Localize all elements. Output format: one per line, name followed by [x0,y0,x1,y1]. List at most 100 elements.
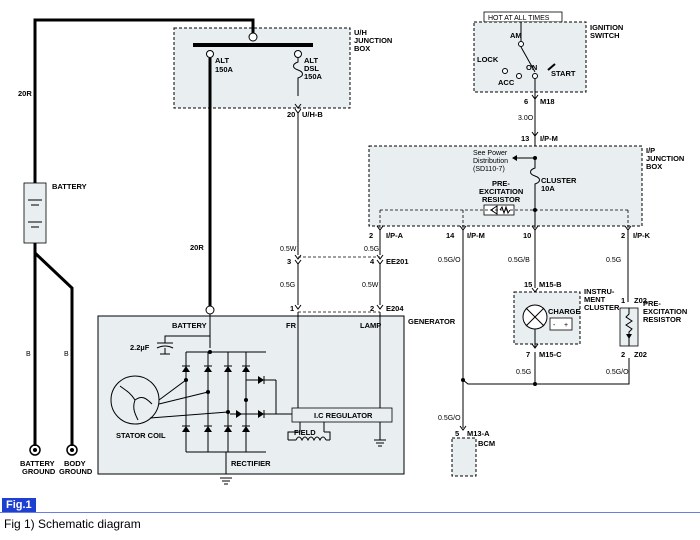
battery-ground-1: BATTERY [20,459,55,468]
ip-conn-ipk: I/P-K [633,231,651,240]
wiring-schematic: U/H JUNCTION BOX ALT 150A ALT DSL 150A 2… [18,11,687,485]
uh-title-2: JUNCTION [354,36,392,45]
alt-dsl-1: ALT [304,56,318,65]
ignition-acc: ACC [498,78,515,87]
ip-pre-3: RESISTOR [482,195,521,204]
hot-label: HOT AT ALL TIMES [488,15,550,22]
wire-b-right: B [64,351,69,358]
alt-label: ALT [215,56,229,65]
wire-05g-c-label: 0.5G [516,369,531,376]
ignition-on: ON [526,63,537,72]
charge-label: CHARGE [548,307,581,316]
ignition-switch-box [473,21,587,93]
stator-coil-windings [119,385,153,421]
ic-regulator [291,407,393,423]
switch-lever [520,46,536,73]
generator-box [97,315,405,475]
alt-dsl-3: 150A [304,72,323,81]
m15b-label: M15-B [539,280,562,289]
wire-05w-b: 0.5W [362,282,379,289]
alt-dsl-2: DSL [304,64,319,73]
ip-title-2: JUNCTION [646,154,684,163]
see-power-arrow [512,155,517,161]
ip-pin-2a: 2 [369,231,373,240]
ee201-pin-4: 4 [370,257,375,266]
m15c-label: M15-C [539,350,562,359]
m15c-pin: 7 [526,350,530,359]
e204-label: E204 [386,304,404,313]
alt-dsl-fuse [293,58,303,96]
m15b-connector-symbol [531,287,539,293]
battery-ground-dot [33,448,37,452]
exciter-diode-1 [258,376,264,384]
ip-pre-2: EXCITATION [479,187,523,196]
m13a-pin: 5 [455,429,459,438]
alt-rating: 150A [215,65,234,74]
z02-arrow [626,334,632,339]
figure-caption: Fig 1) Schematic diagram [4,517,141,531]
stator-leads [149,379,229,419]
see-power-3: (SD110-7) [473,166,505,173]
rect-node [208,350,212,354]
gen-battery-terminal [205,305,215,315]
ipm-connector-symbol [531,131,539,137]
wire-05w-a: 0.5W [280,246,297,253]
ignition-conn-ipm: I/P-M [540,134,558,143]
gen-fr-label: FR [286,321,297,330]
am-terminal [518,41,524,47]
ip-pre-1: PRE- [492,179,510,188]
cluster-fuse-label: CLUSTER [541,176,577,185]
wire-3-0o: 3.0O [518,115,534,122]
wire-body-ground [33,251,74,446]
ip-pin-2k: 2 [621,231,625,240]
cap-wire [164,335,210,343]
wire-05g-a: 0.5G [364,246,379,253]
bcm-box [451,437,477,477]
ip-title-1: I/P [646,146,655,155]
stator-label: STATOR COIL [116,431,166,440]
field-coil [288,422,330,442]
battery-label: BATTERY [52,182,87,191]
ignition-pin-13: 13 [521,134,529,143]
battery-ground-2: GROUND [22,467,56,476]
ee201-pin3-symbol [294,254,302,265]
ip-pin-10: 10 [523,231,531,240]
see-power-1: See Power [473,150,508,157]
z02-pin-1: 1 [621,296,625,305]
body-ground-1: BODY [64,459,86,468]
wire-05g-d-label: 0.5G [606,257,621,264]
charge-minus: - [553,322,556,329]
charge-lamp-x2 [525,307,545,327]
m18-connector-symbol [531,94,539,100]
pre-right-2: EXCITATION [643,307,687,316]
wire-20r-mid: 20R [190,243,204,252]
on-terminal [532,73,538,79]
field-leads [287,431,331,440]
ignition-title-2: SWITCH [590,31,620,40]
wire-05g-b: 0.5G [280,282,295,289]
ee201-pin4-symbol [376,254,384,265]
uh-title-3: BOX [354,44,370,53]
bcm-label: BCM [478,439,495,448]
charge-plus: + [564,322,568,329]
cap-plate-bottom [156,345,174,349]
wire-05go-a: 0.5G/O [438,257,461,264]
uh-pin: 20 [287,110,295,119]
bus-terminal-top [248,32,258,42]
ignition-lock: LOCK [477,55,499,64]
instru-1: INSTRU- [584,287,615,296]
uh-junction-box [173,27,351,109]
z02-resistor-zigzag [625,308,633,346]
ignition-title-1: IGNITION [590,23,623,32]
rectifier-label: RECTIFIER [231,459,271,468]
ip-title-3: BOX [646,162,662,171]
ignition-conn-m18: M18 [540,97,555,106]
regulator-label: I.C REGULATOR [314,411,373,420]
exciter-diode-3 [236,410,242,418]
m15b-pin: 15 [524,280,532,289]
wire-05go-c-label: 0.5G/O [606,369,629,376]
m13a-label: M13-A [467,429,490,438]
instru-3: CLUSTER [584,303,620,312]
rectifier-diodes [182,352,250,452]
lock-terminal [502,68,508,74]
